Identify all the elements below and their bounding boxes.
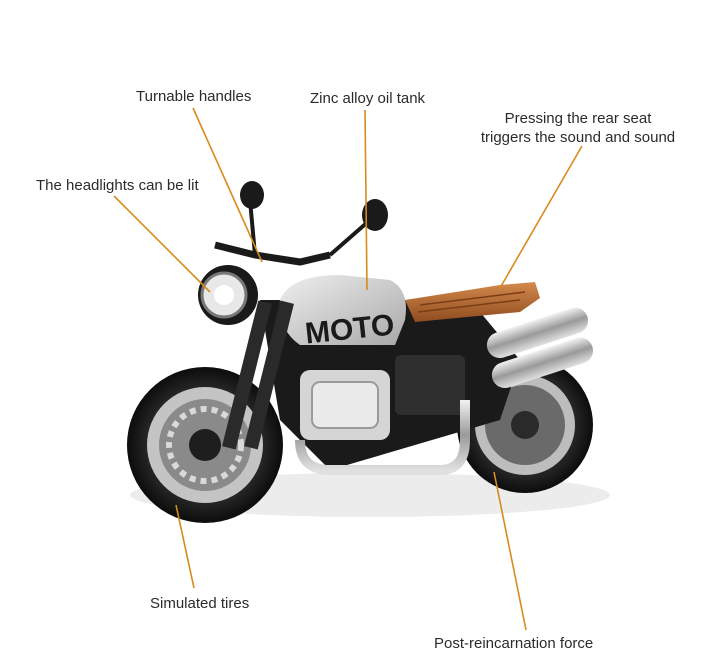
- leader-simulated-tires: [175, 504, 195, 589]
- label-zinc-alloy-tank: Zinc alloy oil tank: [310, 90, 426, 107]
- leader-zinc-tank: [364, 109, 368, 291]
- exhaust-pipes: [486, 307, 594, 389]
- leader-headlights: [113, 195, 211, 293]
- rear-seat: [405, 282, 540, 322]
- label-rear-seat-line2: triggers the sound and sound: [480, 129, 676, 146]
- front-wheel: [127, 367, 283, 523]
- leader-lines: [113, 107, 583, 631]
- front-fork: [222, 300, 294, 450]
- label-rear-seat: Pressing the rear seat triggers the soun…: [468, 109, 688, 147]
- label-headlights: The headlights can be lit: [36, 177, 199, 194]
- label-post-force: Post-reincarnation force: [434, 635, 594, 652]
- leader-rear-seat: [499, 145, 583, 289]
- leader-turnable-handles: [192, 107, 263, 263]
- handlebars: [214, 181, 388, 266]
- label-rear-seat-line1: Pressing the rear seat: [504, 110, 652, 127]
- leader-post-force: [493, 471, 527, 631]
- label-simulated-tires: Simulated tires: [150, 595, 250, 612]
- oil-tank: MOTO: [279, 275, 406, 351]
- label-turnable-handles: Turnable handles: [136, 88, 252, 105]
- headlight: [198, 265, 258, 325]
